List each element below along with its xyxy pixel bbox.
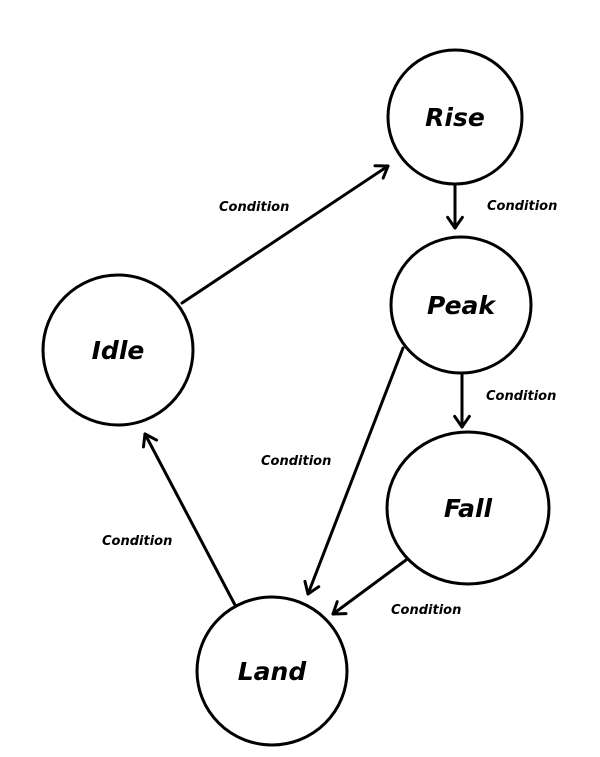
state-circle: [386, 48, 524, 186]
arrow-head-icon: [331, 600, 348, 616]
state-label-fall: Fall: [444, 494, 493, 523]
state-rise[interactable]: Rise: [386, 48, 524, 186]
state-circle: [389, 235, 533, 375]
arrow-head-icon: [453, 414, 471, 429]
state-label-rise: Rise: [425, 103, 485, 132]
state-label-land: Land: [238, 657, 308, 686]
transition-peak-fall[interactable]: [453, 371, 471, 429]
transitions-layer: [141, 164, 471, 616]
transition-rise-peak[interactable]: [446, 182, 464, 230]
state-circle: [195, 595, 349, 747]
transition-line: [306, 346, 405, 596]
state-circle: [41, 273, 195, 427]
transition-label-land-idle: Condition: [102, 534, 172, 549]
arrow-head-icon: [446, 215, 464, 230]
transition-peak-land[interactable]: [303, 346, 405, 596]
transition-idle-rise[interactable]: [180, 164, 390, 305]
state-label-peak: Peak: [427, 291, 496, 320]
state-fall[interactable]: Fall: [385, 430, 551, 586]
arrow-head-icon: [303, 579, 321, 596]
transition-land-idle[interactable]: [141, 432, 237, 607]
state-idle[interactable]: Idle: [41, 273, 195, 427]
transition-label-rise-peak: Condition: [487, 199, 557, 214]
transition-label-peak-land: Condition: [261, 454, 331, 469]
transition-line: [143, 432, 237, 607]
transition-label-fall-land: Condition: [391, 603, 461, 618]
transition-line: [180, 164, 390, 305]
transition-label-peak-fall: Condition: [486, 389, 556, 404]
state-label-idle: Idle: [92, 336, 145, 365]
state-peak[interactable]: Peak: [389, 235, 533, 375]
transition-fall-land[interactable]: [331, 558, 408, 616]
arrow-head-icon: [141, 432, 159, 449]
state-circle: [385, 430, 551, 586]
transition-label-idle-rise: Condition: [219, 200, 289, 215]
state-land[interactable]: Land: [195, 595, 349, 747]
transition-line: [331, 558, 408, 616]
arrow-head-icon: [373, 164, 390, 180]
